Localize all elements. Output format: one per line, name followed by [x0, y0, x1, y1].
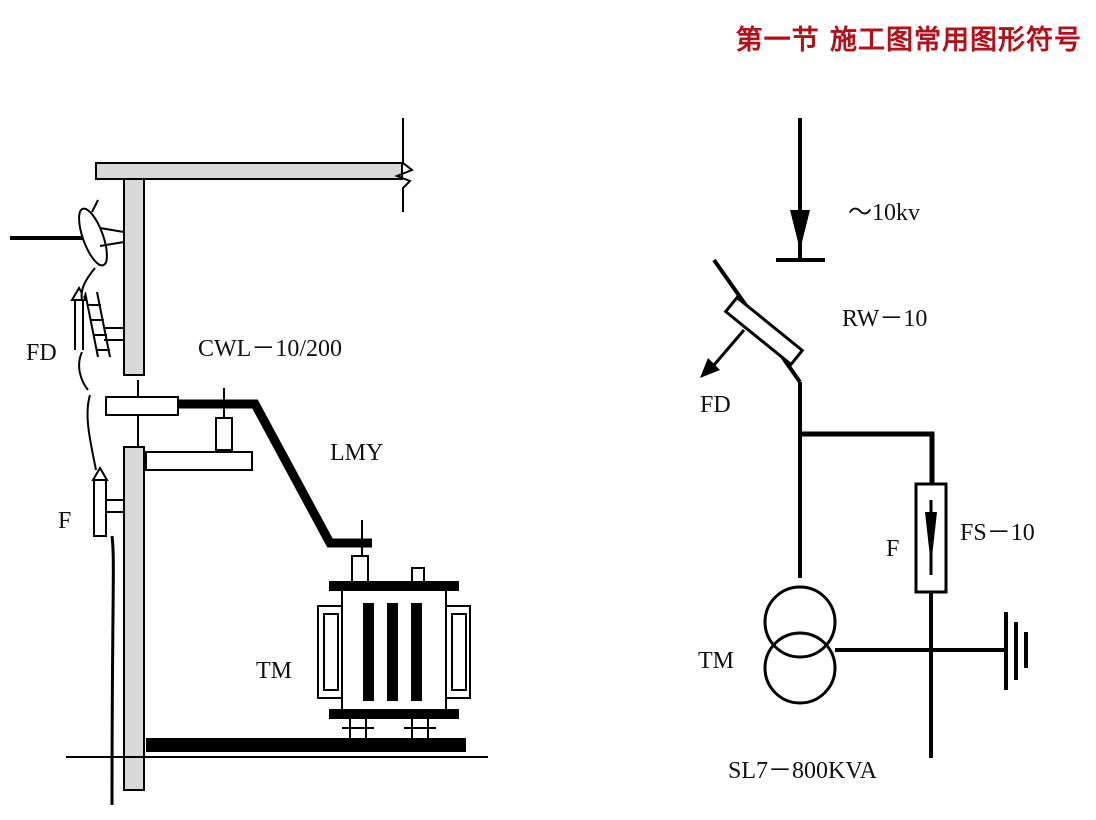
- branch-line: [800, 431, 935, 484]
- label-sl7: SL7－800KVA: [728, 758, 878, 784]
- wall-break-line: [394, 118, 414, 212]
- transformer-tm: [317, 555, 471, 738]
- platform-beam: [146, 738, 466, 752]
- label-tm-right: TM: [698, 648, 734, 674]
- mid-crossarm-upper: [105, 396, 179, 416]
- earth-icon: [1004, 612, 1028, 690]
- pole-lower: [123, 446, 145, 791]
- label-fs10: FS－10: [960, 520, 1035, 546]
- top-crossarm: [95, 162, 403, 180]
- label-lmy: LMY: [330, 440, 383, 466]
- incoming-arrow: [790, 210, 810, 250]
- slide-title: 第一节 施工图常用图形符号: [735, 25, 1082, 56]
- lmy-busbar: [178, 399, 372, 548]
- pole-upper: [123, 178, 145, 376]
- cwl-bushing: [215, 417, 233, 451]
- label-fd-left: FD: [26, 340, 57, 366]
- tm-winding-secondary: [763, 631, 837, 705]
- label-cwl: CWL－10/200: [198, 336, 342, 362]
- label-f-left: F: [58, 508, 71, 534]
- label-voltage: ～10kv: [848, 200, 920, 226]
- label-tm-left: TM: [256, 658, 292, 684]
- single-line-diagram: ～10kv RW－10 FD F FS－10 TM SL7－800KVA: [698, 118, 1035, 784]
- fd-arrowhead: [700, 358, 720, 378]
- fd-arrester: [70, 267, 124, 391]
- insulator: [78, 199, 125, 267]
- rw-fuse-body: [723, 295, 805, 367]
- tm-winding-primary: [763, 585, 837, 659]
- label-f-right: F: [886, 536, 899, 562]
- pole-installation: FD CWL－10/200 LMY F TM: [10, 118, 488, 806]
- label-rw10: RW－10: [842, 306, 927, 332]
- f-fuse: [86, 394, 124, 806]
- mid-crossarm-lower: [145, 451, 253, 471]
- label-fd-right: FD: [700, 392, 731, 418]
